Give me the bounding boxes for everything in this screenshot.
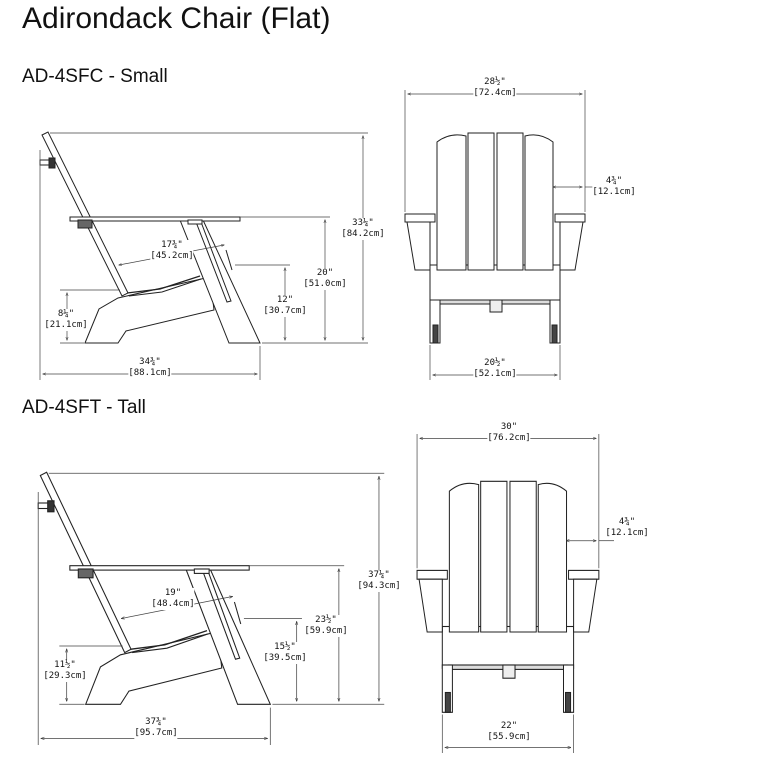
dim-depth-small: 34¾"[88.1cm] bbox=[128, 357, 172, 379]
dim-arm-width-tall: 4¾"[12.1cm] bbox=[605, 517, 649, 539]
dim-seat-width-tall: 22"[55.9cm] bbox=[487, 721, 531, 743]
dim-arm-height-small: 20"[51.0cm] bbox=[303, 268, 347, 290]
dim-arm-height-tall: 23½"[59.9cm] bbox=[304, 615, 348, 637]
model-tall-heading: AD-4SFT - Tall bbox=[22, 397, 146, 418]
tall-front-drawings bbox=[416, 434, 614, 753]
dim-seat-rear-small: 8¼"[21.1cm] bbox=[44, 309, 88, 331]
dim-seat-width-small: 20½"[52.1cm] bbox=[473, 358, 517, 380]
page-title: Adirondack Chair (Flat) bbox=[22, 2, 331, 35]
dim-seat-front-tall: 15½"[39.5cm] bbox=[263, 642, 307, 664]
dim-depth-tall: 37¾"[95.7cm] bbox=[134, 717, 178, 739]
dim-seat-rear-tall: 11½"[29.3cm] bbox=[43, 660, 87, 682]
front-view-small bbox=[404, 132, 586, 344]
dim-width-small: 28½"[72.4cm] bbox=[473, 77, 517, 99]
dim-height-tall: 37¼"[94.3cm] bbox=[357, 570, 401, 592]
dim-width-tall: 30"[76.2cm] bbox=[487, 422, 531, 444]
dim-height-small: 33¼"[84.2cm] bbox=[341, 218, 385, 240]
dim-seat-depth-small: 17¾"[45.2cm] bbox=[150, 240, 194, 262]
tall-drawings bbox=[37, 471, 384, 745]
front-view-tall bbox=[416, 480, 600, 713]
dim-seat-front-small: 12"[30.7cm] bbox=[263, 295, 307, 317]
dim-arm-width-small: 4¾"[12.1cm] bbox=[592, 176, 636, 198]
dim-seat-depth-tall: 19"[48.4cm] bbox=[151, 588, 195, 610]
model-small-heading: AD-4SFC - Small bbox=[22, 66, 168, 87]
